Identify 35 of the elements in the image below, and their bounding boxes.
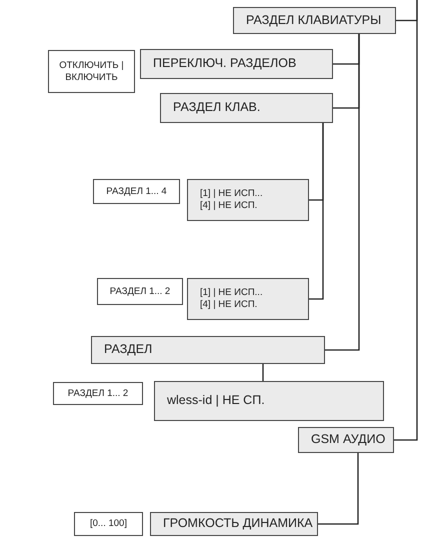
item-text: РАЗДЕЛ КЛАВИАТУРЫ (246, 12, 382, 28)
connector-line (309, 123, 324, 300)
connector-line (318, 453, 359, 525)
value-range-box (53, 382, 143, 405)
item-text: ПЕРЕКЛЮЧ. РАЗДЕЛОВ (153, 56, 296, 72)
connector-line (325, 34, 360, 351)
item-text: [1] | НЕ ИСП... (200, 188, 263, 200)
item-text: [0... 100] (90, 518, 127, 530)
item-text: РАЗДЕЛ 1... 4 (106, 186, 167, 198)
item-text: wless-id | НЕ СП. (167, 393, 265, 409)
item-text: РАЗДЕЛ 1... 2 (68, 388, 128, 400)
menu-item-box (140, 49, 333, 79)
item-text: РАЗДЕЛ 1... 2 (110, 286, 170, 298)
menu-item-box (187, 278, 309, 320)
menu-item-box (154, 381, 384, 421)
item-text: РАЗДЕЛ КЛАВ. (173, 100, 260, 116)
value-range-box (93, 179, 180, 204)
item-text: [4] | НЕ ИСП. (200, 200, 258, 212)
item-text: ОТКЛЮЧИТЬ | ВКЛЮЧИТЬ (58, 60, 125, 84)
value-range-box (97, 278, 183, 305)
menu-item-box (91, 336, 325, 364)
value-range-box (48, 50, 135, 93)
menu-item-box (150, 512, 318, 536)
item-text: ГРОМКОСТЬ ДИНАМИКА (163, 516, 313, 532)
connector-line (394, 0, 418, 441)
menu-item-box (187, 179, 309, 221)
item-text: [4] | НЕ ИСП. (200, 299, 258, 311)
value-range-box (74, 512, 143, 536)
menu-item-box (233, 7, 396, 34)
menu-item-box (160, 93, 333, 123)
connector-line (262, 364, 264, 381)
item-text: [1] | НЕ ИСП... (200, 287, 263, 299)
menu-item-box (298, 427, 394, 453)
item-text: РАЗДЕЛ (104, 342, 152, 358)
item-text: GSM АУДИО (311, 432, 386, 448)
